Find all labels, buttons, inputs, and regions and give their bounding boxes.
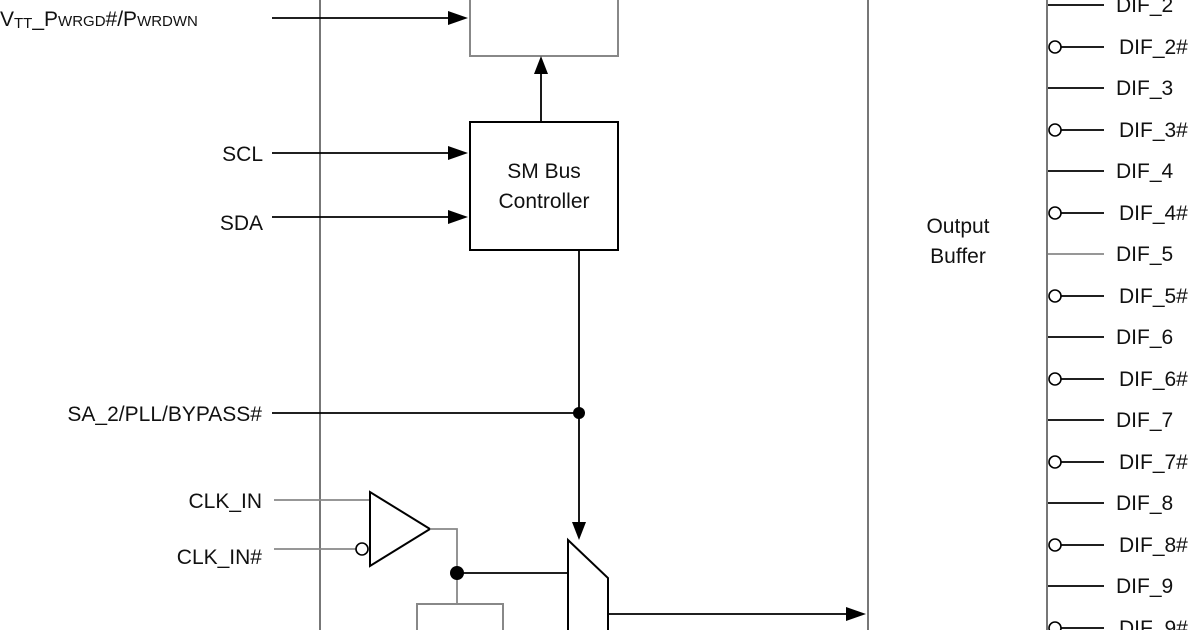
pll-block — [416, 603, 504, 630]
dif-output-label: DIF_9# — [1119, 617, 1188, 630]
clk-in-n-label: CLK_IN# — [177, 546, 263, 569]
dif-output-label: DIF_7# — [1119, 451, 1188, 474]
dif-output-label: DIF_5# — [1119, 285, 1188, 308]
dif-invert-bubble — [1048, 123, 1062, 137]
output-buffer-label-line2: Buffer — [930, 245, 986, 268]
dif-output-label: DIF_7 — [1116, 409, 1173, 432]
dif-output-label: DIF_2 — [1116, 0, 1173, 17]
scl-label: SCL — [222, 143, 263, 166]
input-buffer-invert-bubble — [355, 542, 369, 556]
sda-arrowhead — [448, 210, 468, 224]
dif-output-label: DIF_8 — [1116, 492, 1173, 515]
output-buffer-label-line1: Output — [926, 215, 989, 238]
input-buffer-output-wire — [430, 528, 458, 604]
sa2-junction-dot — [573, 407, 585, 419]
dif-invert-bubble — [1048, 372, 1062, 386]
dif-invert-bubble — [1048, 206, 1062, 220]
bypass-mux — [567, 537, 609, 630]
dif-invert-bubble — [1048, 538, 1062, 552]
scl-arrowhead — [448, 146, 468, 160]
dif-output-label: DIF_8# — [1119, 534, 1188, 557]
dif-output-label: DIF_9 — [1116, 575, 1173, 598]
sda-label: SDA — [220, 212, 263, 235]
smbus-controller-label-line1: SM Bus — [507, 160, 581, 183]
dif-output-label: DIF_5 — [1116, 243, 1173, 266]
power-control-block — [469, 0, 619, 57]
dif-output-label: DIF_2# — [1119, 36, 1188, 59]
dif-output-label: DIF_6# — [1119, 368, 1188, 391]
dif-output-label: DIF_3# — [1119, 119, 1188, 142]
vtt-pwrgd-arrowhead — [448, 11, 468, 25]
dif-invert-bubble — [1048, 40, 1062, 54]
smbus-to-mux-arrowhead — [572, 522, 586, 540]
dif-output-label: DIF_4# — [1119, 202, 1188, 225]
smbus-to-top-arrowhead — [534, 56, 548, 74]
dif-invert-bubble — [1048, 621, 1062, 630]
vtt-pwrgd-label: VTT_PWRGD#/PWRDWN — [0, 8, 198, 32]
dif-invert-bubble — [1048, 455, 1062, 469]
sa2-pll-bypass-label: SA_2/PLL/BYPASS# — [67, 403, 262, 426]
clk-in-label: CLK_IN — [188, 490, 262, 513]
input-buffer-triangle — [369, 490, 432, 568]
dif-output-label: DIF_4 — [1116, 160, 1174, 183]
smbus-controller-label-line2: Controller — [498, 190, 589, 213]
dif-invert-bubble — [1048, 289, 1062, 303]
dif-output-label: DIF_6 — [1116, 326, 1173, 349]
dif-output-label: DIF_3 — [1116, 77, 1173, 100]
mux-to-buffer-arrowhead — [846, 607, 866, 621]
smbus-controller-block — [469, 121, 619, 251]
